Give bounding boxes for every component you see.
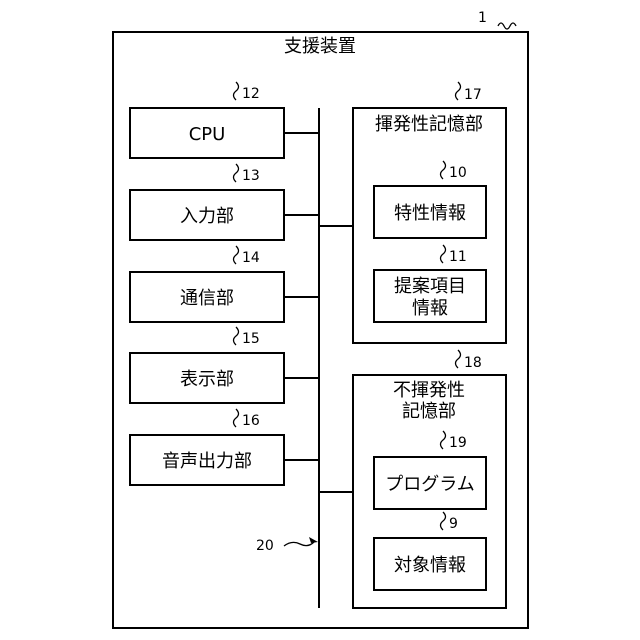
unit-ref: 13: [242, 168, 260, 184]
unit-label: 音声出力部: [162, 451, 252, 472]
unit-ref: 15: [242, 331, 260, 347]
unit-label: CPU: [189, 124, 226, 145]
unit-label: 入力部: [180, 206, 234, 227]
item-label: 対象情報: [394, 555, 466, 576]
item-label-line-1: 提案項目: [394, 276, 466, 297]
item-label-line-2: 情報: [412, 298, 448, 319]
volatile-storage-title: 揮発性記憶部: [375, 114, 483, 135]
nonvolatile-storage-ref: 18: [464, 355, 482, 371]
volatile-storage-ref: 17: [464, 87, 482, 103]
nonvolatile-storage-title-line-1: 不揮発性: [393, 380, 465, 401]
unit-ref: 12: [242, 86, 260, 102]
bus-ref: 20: [256, 538, 274, 554]
device-ref: 1: [478, 10, 487, 26]
item-ref: 19: [449, 435, 467, 451]
unit-ref: 14: [242, 250, 260, 266]
item-ref: 9: [449, 516, 458, 532]
unit-label: 通信部: [180, 288, 234, 309]
item-label: 特性情報: [394, 203, 466, 224]
item-ref: 11: [449, 249, 467, 265]
item-label: プログラム: [385, 474, 474, 495]
unit-ref: 16: [242, 413, 260, 429]
device-title: 支援装置: [284, 36, 356, 57]
nonvolatile-storage-title-line-2: 記憶部: [402, 401, 456, 422]
unit-label: 表示部: [180, 369, 234, 390]
item-ref: 10: [449, 165, 467, 181]
device-ref-leader: [498, 23, 516, 29]
